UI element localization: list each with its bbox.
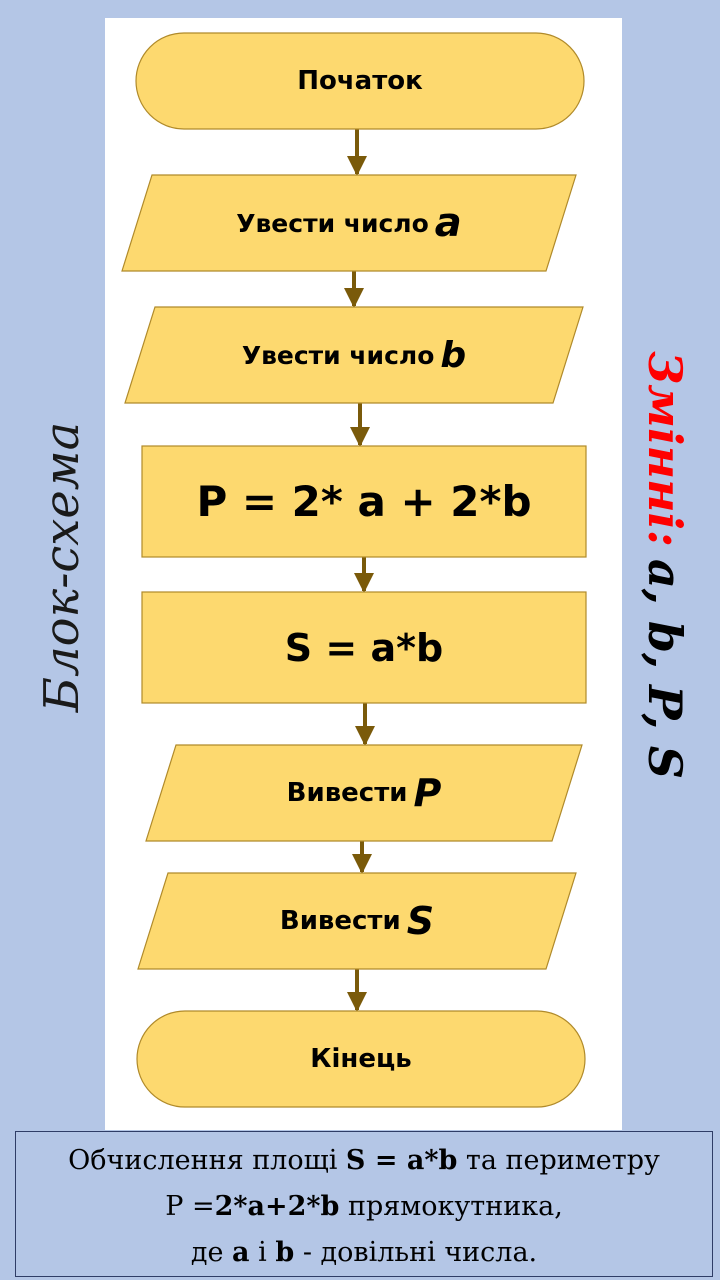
caption-text: P =: [165, 1191, 215, 1222]
diagram-title: Блок-схема: [34, 421, 90, 713]
caption-line-3: де a і b - довільні числа.: [16, 1230, 712, 1276]
caption-text: і: [249, 1237, 276, 1268]
caption-text: - довільні числа.: [294, 1237, 538, 1268]
caption-var-a: a: [232, 1237, 250, 1268]
caption-text: де: [190, 1237, 233, 1268]
caption-var-b: b: [275, 1237, 295, 1268]
flow-node-variable: b: [440, 334, 467, 376]
flow-node-input-b: [124, 306, 584, 404]
flow-node-output-s: [137, 872, 577, 970]
caption-text: та периметру: [457, 1145, 660, 1176]
flow-node-variable: P: [413, 771, 442, 815]
flow-node-output-p: [145, 744, 583, 842]
flow-node-text: Увести число: [241, 340, 435, 370]
flow-node-start: [135, 32, 585, 130]
caption-box: Обчислення площі S = a*b та периметру P …: [15, 1131, 713, 1277]
caption-text: Обчислення площі: [68, 1145, 346, 1176]
flow-node-label-start: Початок: [136, 33, 584, 129]
flow-node-text: Вивести: [279, 906, 401, 936]
caption-perimeter-formula: 2*a+2*b: [214, 1191, 340, 1222]
caption-line-1: Обчислення площі S = a*b та периметру: [16, 1138, 712, 1184]
flow-node-end: [136, 1010, 586, 1108]
variables-list: a, b, P, S: [638, 558, 692, 779]
flow-node-text: S = a*b: [284, 625, 444, 670]
flow-node-input-a: [121, 174, 577, 272]
variables-label: Змінні:: [638, 351, 692, 547]
caption-area-formula: S = a*b: [345, 1145, 458, 1176]
flow-node-calc-s: [141, 591, 587, 704]
flow-node-text: P = 2* a + 2*b: [196, 477, 532, 526]
flow-node-label-end: Кінець: [137, 1011, 585, 1107]
flow-node-variable: S: [406, 899, 435, 943]
variables-heading: Змінні: a, b, P, S: [638, 351, 692, 779]
flow-node-text: Початок: [297, 66, 423, 96]
flow-node-variable: a: [434, 200, 462, 246]
flow-node-label-calc-p: P = 2* a + 2*b: [142, 446, 586, 557]
caption-text: прямокутника,: [339, 1191, 563, 1222]
flow-node-calc-p: [141, 445, 587, 558]
flow-node-text: Кінець: [310, 1044, 412, 1074]
flow-node-label-calc-s: S = a*b: [142, 592, 586, 703]
flow-node-text: Вивести: [286, 778, 408, 808]
caption-line-2: P =2*a+2*b прямокутника,: [16, 1184, 712, 1230]
flow-node-text: Увести число: [236, 208, 429, 238]
